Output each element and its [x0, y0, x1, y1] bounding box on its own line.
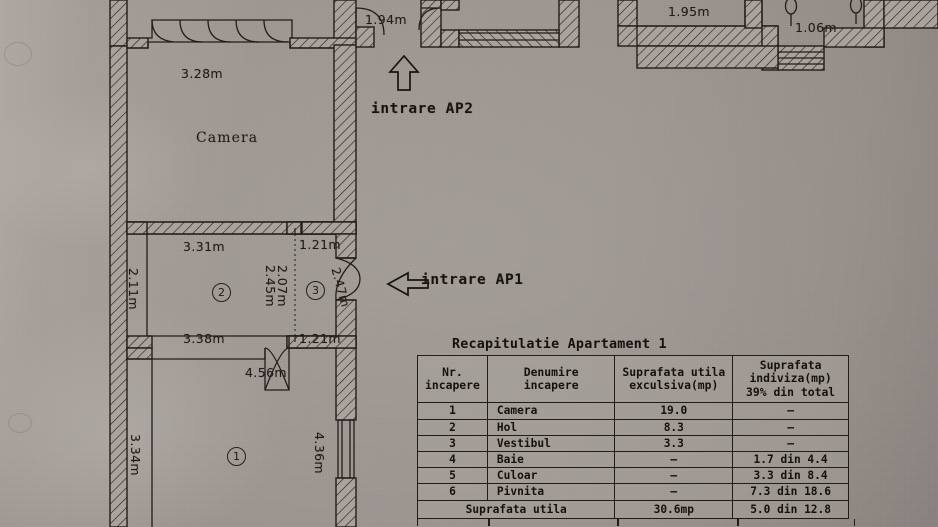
cell-indiviza: –	[732, 434, 849, 453]
dimension-room1-left: 3.34m	[128, 434, 143, 477]
cell-nr: 3	[417, 434, 488, 453]
table-total-row: Suprafata utila 30.6mp 5.0 din 12.8	[416, 499, 849, 519]
paper-blemish-top	[4, 42, 32, 66]
header-nr-incapere: Nr. incapere	[417, 354, 488, 404]
cell-utila: –	[614, 467, 734, 485]
header-line: 39% din total	[746, 384, 836, 399]
header-line: indiviza(mp)	[749, 371, 832, 386]
cell-indiviza: 7.3 din 18.6	[732, 483, 849, 501]
dimension-hol-top: 3.31m	[183, 239, 226, 254]
room-number-3: 3	[306, 281, 325, 300]
dimension-camera-top: 3.28m	[181, 66, 224, 81]
cell-utila: 3.3	[614, 434, 734, 453]
dimension-top-middle: 1.94m	[365, 12, 408, 27]
cell-name: Pivnita	[486, 483, 616, 501]
cell-indiviza: 3.3 din 8.4	[732, 467, 849, 485]
dimension-vestibul-top: 1.21m	[299, 237, 342, 252]
dimension-vestibul-bottom: 1.21m	[299, 331, 342, 346]
header-suprafata-utila-exclusiva: Suprafata utila exculsiva(mp)	[614, 354, 734, 404]
cell-nr: 5	[417, 467, 488, 485]
cell-nr: 4	[417, 451, 488, 469]
table-row: 4 Baie – 1.7 din 4.4	[417, 451, 849, 469]
table-row: 6 Pivnita – 7.3 din 18.6	[417, 483, 849, 501]
dimension-room1-right: 4.36m	[312, 432, 327, 475]
cell-nr: 2	[417, 418, 488, 436]
table-row: 2 Hol 8.3 –	[417, 418, 849, 436]
cell-total-indiviza: 5.0 din 12.8	[732, 499, 849, 519]
header-line: exculsiva(mp)	[629, 378, 719, 393]
table-row: 5 Culoar – 3.3 din 8.4	[417, 467, 849, 485]
cell-indiviza: –	[732, 402, 849, 420]
cell-name: Baie	[486, 451, 616, 469]
header-line: incapere	[523, 378, 579, 393]
cell-utila: –	[614, 483, 734, 501]
room-number-1: 1	[227, 447, 246, 466]
dimension-hol-left: 2.11m	[126, 268, 141, 311]
cell-total-label: Suprafata utila	[416, 499, 616, 519]
cell-indiviza: 1.7 din 4.4	[732, 451, 849, 469]
cell-indiviza: –	[732, 418, 849, 436]
dimension-hol-bottom: 3.38m	[183, 331, 226, 346]
table-row: 3 Vestibul 3.3 –	[417, 434, 849, 453]
cell-utila: 19.0	[614, 402, 734, 420]
header-line: incapere	[425, 378, 480, 393]
table-header-row: Nr. incapere Denumire incapere Suprafata…	[417, 354, 849, 404]
entrance-label-ap1: intrare AP1	[421, 272, 524, 288]
header-line: Nr.	[442, 364, 463, 379]
entrance-label-ap2: intrare AP2	[371, 101, 474, 117]
header-suprafata-indiviza: Suprafata indiviza(mp) 39% din total	[732, 354, 849, 404]
header-line: Denumire	[523, 364, 579, 379]
recapitulation-table: Nr. incapere Denumire incapere Suprafata…	[416, 354, 849, 519]
table-row: 1 Camera 19.0 –	[417, 402, 849, 420]
cell-name: Hol	[486, 418, 616, 436]
dimension-room1-top: 4.56m	[245, 365, 288, 380]
recapitulation-title: Recapitulatie Apartament 1	[452, 337, 667, 352]
room-label-camera: Camera	[196, 130, 259, 146]
room-number-2: 2	[212, 283, 231, 302]
header-denumire-incapere: Denumire incapere	[486, 354, 616, 404]
dimension-top-right-b: 1.06m	[795, 20, 838, 35]
cell-name: Vestibul	[486, 434, 616, 453]
dimension-top-right-a: 1.95m	[668, 4, 711, 19]
cell-nr: 6	[417, 483, 488, 501]
header-line: Suprafata utila	[622, 364, 726, 379]
recapitulation-table-wrapper: Recapitulatie Apartament 1 Nr. incapere …	[416, 337, 855, 526]
cell-nr: 1	[417, 402, 488, 420]
dimension-vestibul-h2: 2.07m	[275, 265, 290, 308]
cell-total-utila: 30.6mp	[614, 499, 734, 519]
header-line: Suprafata	[759, 358, 822, 372]
cell-name: Culoar	[486, 467, 616, 485]
cell-utila: 8.3	[614, 418, 734, 436]
cell-name: Camera	[486, 402, 616, 420]
cell-utila: –	[614, 451, 734, 469]
table-cut-off-row	[417, 518, 855, 526]
paper-blemish-bottom	[8, 413, 32, 433]
